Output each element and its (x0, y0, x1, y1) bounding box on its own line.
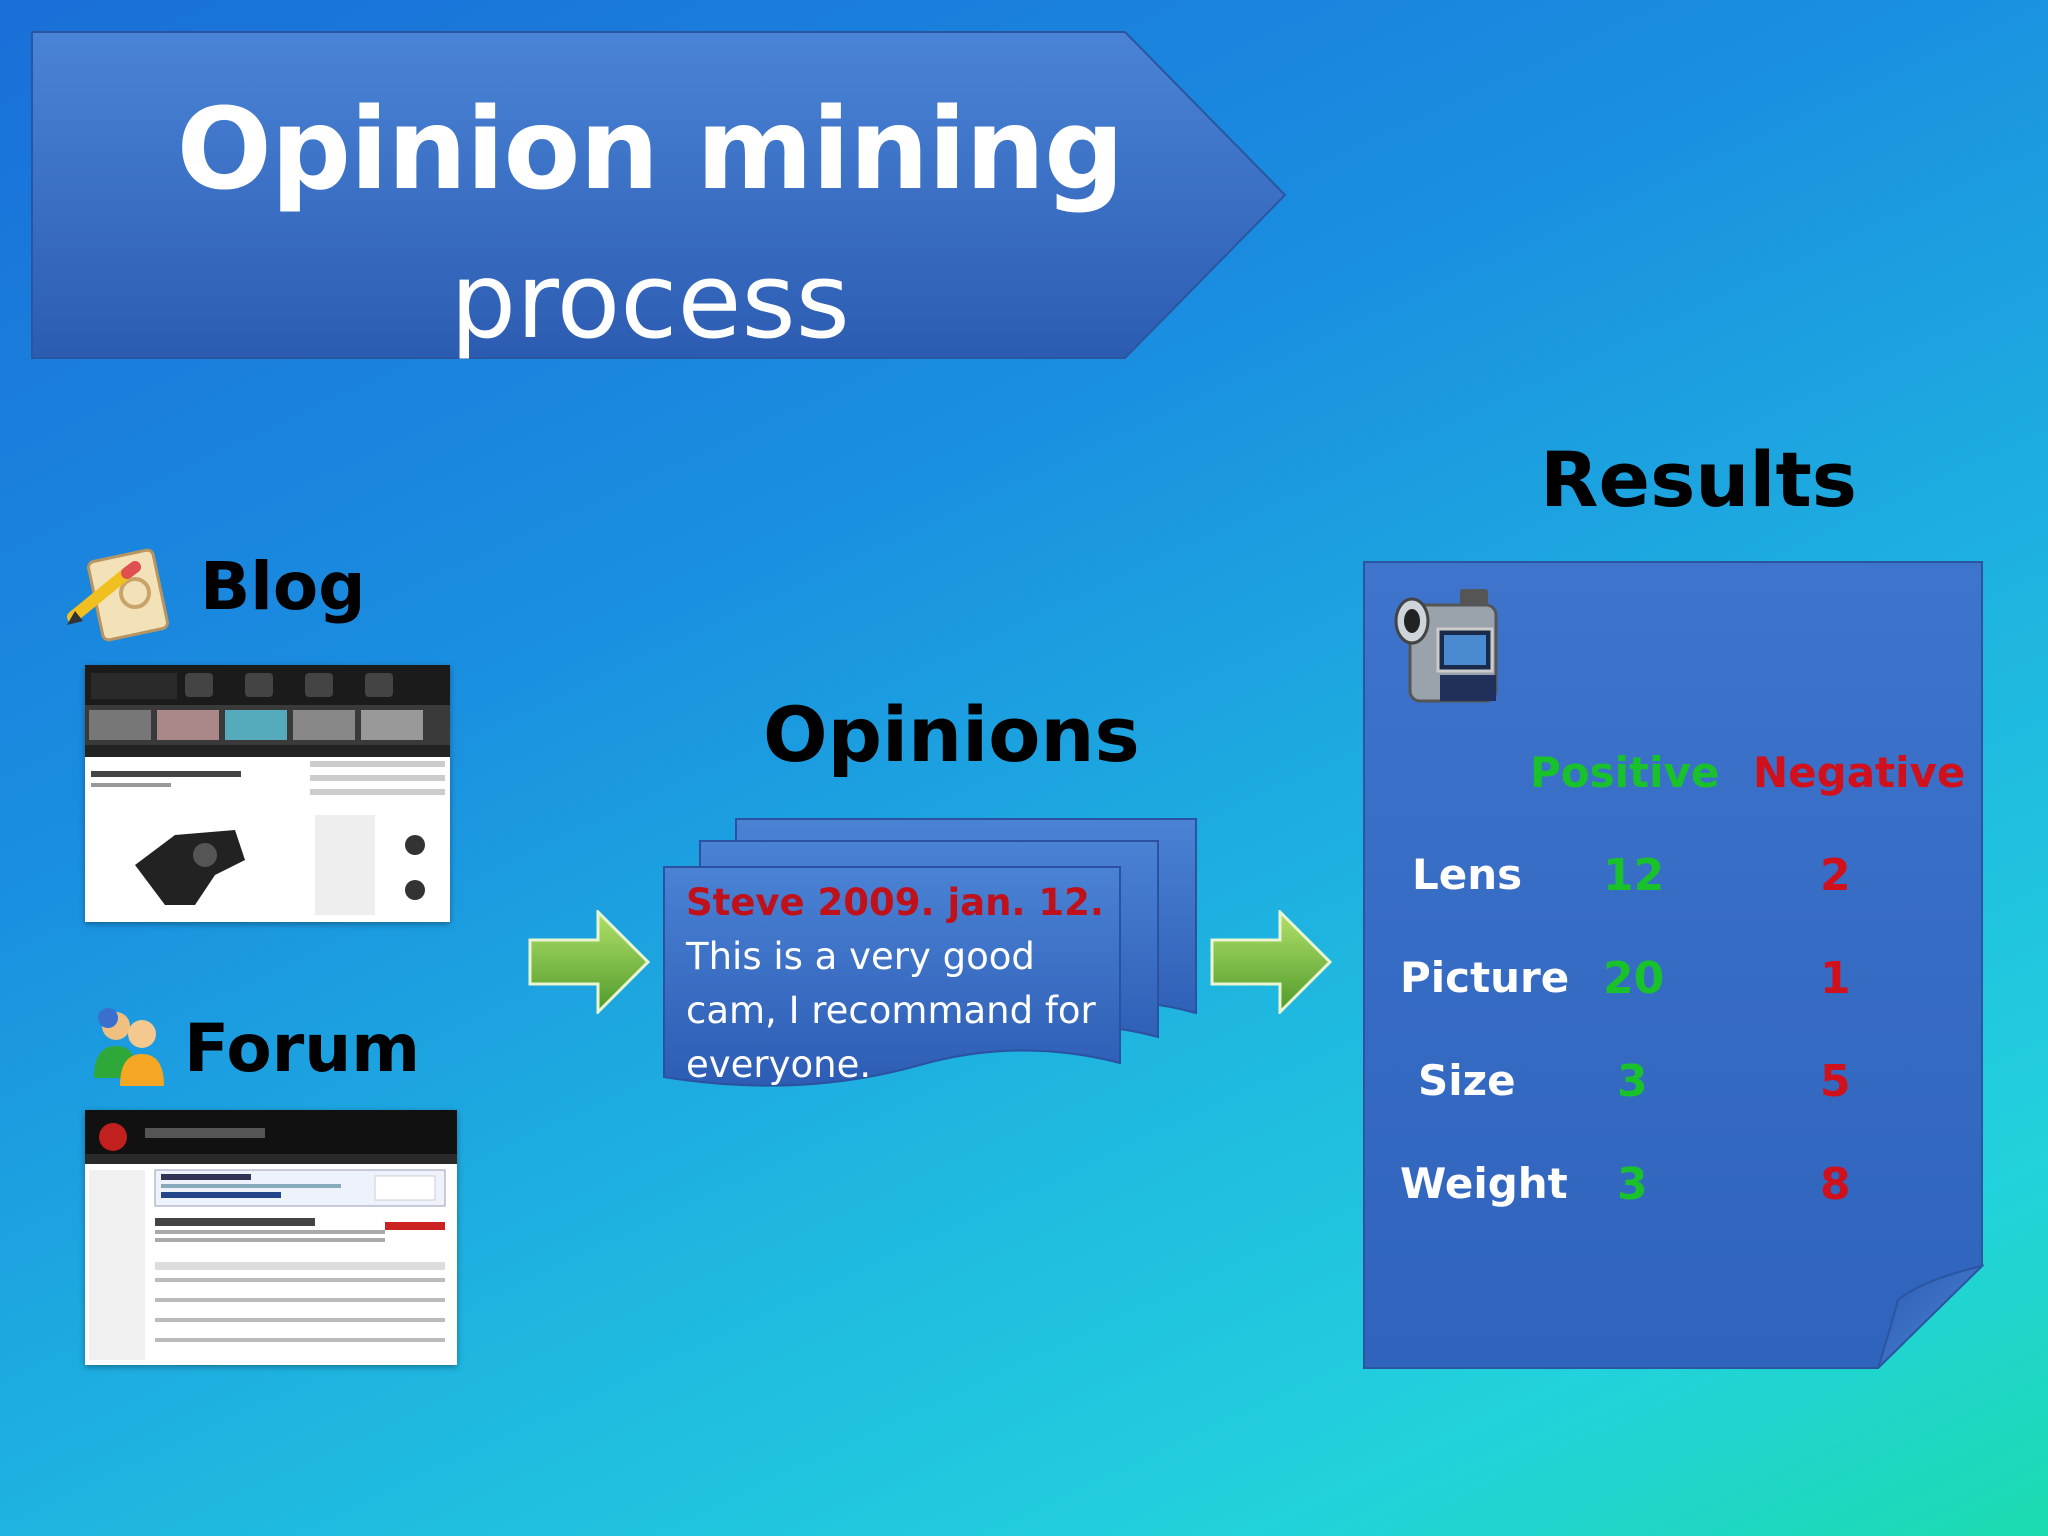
opinion-body: This is a very good cam, I recommand for… (686, 935, 1096, 1086)
lens-positive-value: 12 (1603, 850, 1665, 901)
row-label-weight: Weight (1400, 1159, 1568, 1208)
picture-positive-value: 20 (1603, 953, 1665, 1004)
people-icon (86, 1008, 170, 1086)
picture-negative-value: 1 (1820, 953, 1851, 1004)
title-banner-shape (31, 31, 1287, 359)
camcorder-icon (1390, 585, 1510, 715)
negative-column-header: Negative (1753, 748, 1966, 797)
row-label-lens: Lens (1412, 850, 1523, 899)
size-negative-value: 5 (1820, 1056, 1851, 1107)
blog-label: Blog (200, 548, 366, 625)
weight-positive-value: 3 (1617, 1159, 1648, 1210)
right-arrow-icon (1210, 908, 1333, 1016)
forum-screenshot-thumbnail (85, 1110, 457, 1365)
opinions-heading: Opinions (763, 690, 1140, 779)
title-line-1: Opinion mining (176, 85, 1125, 215)
results-panel (1362, 560, 1986, 1370)
right-arrow-icon (528, 908, 651, 1016)
row-label-size: Size (1418, 1056, 1516, 1105)
weight-negative-value: 8 (1820, 1159, 1851, 1210)
blog-screenshot-thumbnail (85, 665, 450, 922)
opinion-card: Steve 2009. jan. 12. This is a very good… (686, 876, 1116, 1092)
title-banner: Opinion mining process (30, 30, 1290, 362)
lens-negative-value: 2 (1820, 850, 1851, 901)
forum-label: Forum (184, 1010, 421, 1087)
opinion-card-stack (660, 815, 1200, 1115)
size-positive-value: 3 (1617, 1056, 1648, 1107)
results-heading: Results (1540, 435, 1858, 524)
pencil-notepad-icon (65, 545, 175, 645)
row-label-picture: Picture (1400, 953, 1570, 1002)
title-line-2: process (450, 240, 850, 362)
positive-column-header: Positive (1530, 748, 1720, 797)
opinion-author: Steve 2009. jan. 12. (686, 881, 1104, 924)
